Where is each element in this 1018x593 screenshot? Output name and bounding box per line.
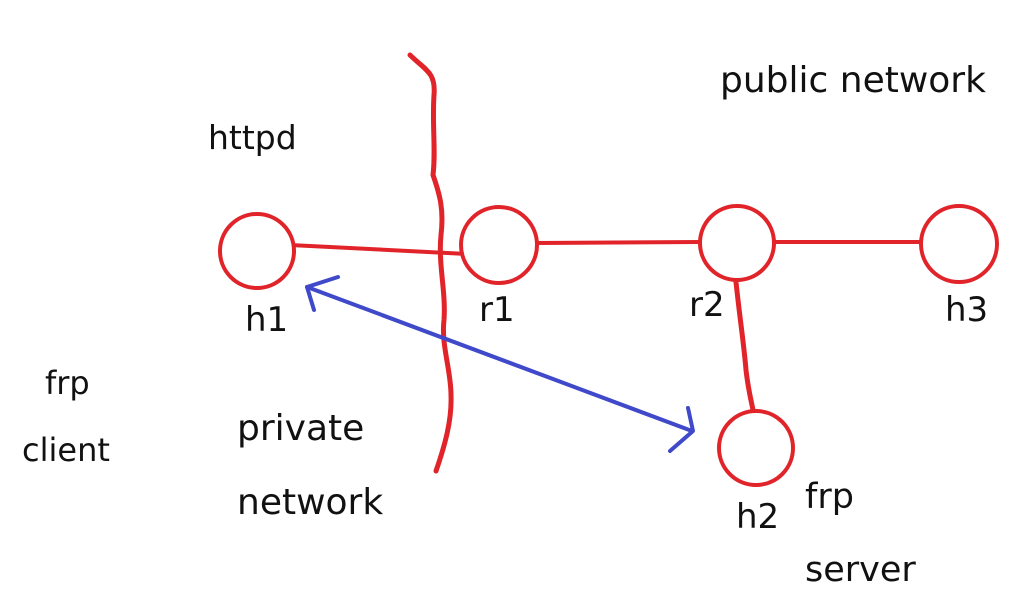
link-r1-r2 xyxy=(535,240,702,245)
tunnel-arrowhead-h1 xyxy=(305,275,340,312)
node-r1 xyxy=(459,205,539,285)
r2-label: r2 xyxy=(689,285,725,325)
frp-client-label-line1: frp xyxy=(45,364,90,402)
tunnel-arrowhead-h2 xyxy=(668,406,695,453)
h1-label: h1 xyxy=(245,300,289,340)
network-boundary-line xyxy=(407,52,454,474)
node-r2 xyxy=(698,204,776,282)
frp-tunnel-arrow xyxy=(305,275,695,453)
httpd-label: httpd xyxy=(208,118,297,157)
node-h2 xyxy=(717,409,795,487)
link-r2-h2 xyxy=(733,279,756,413)
r1-label: r1 xyxy=(479,290,515,330)
private-network-label-line1: private xyxy=(237,408,365,449)
node-h3 xyxy=(919,204,999,284)
h2-label: h2 xyxy=(736,497,780,537)
h3-label: h3 xyxy=(945,290,989,330)
link-h1-r1 xyxy=(288,243,469,256)
private-network-label-line2: network xyxy=(237,482,384,523)
node-h1 xyxy=(218,212,296,290)
frp-client-label-line2: client xyxy=(22,431,110,469)
frp-server-label-line1: frp xyxy=(805,477,854,517)
public-network-label: public network xyxy=(720,60,986,101)
frp-server-label-line2: server xyxy=(805,550,916,590)
tunnel-arrow-shaft xyxy=(305,285,694,433)
